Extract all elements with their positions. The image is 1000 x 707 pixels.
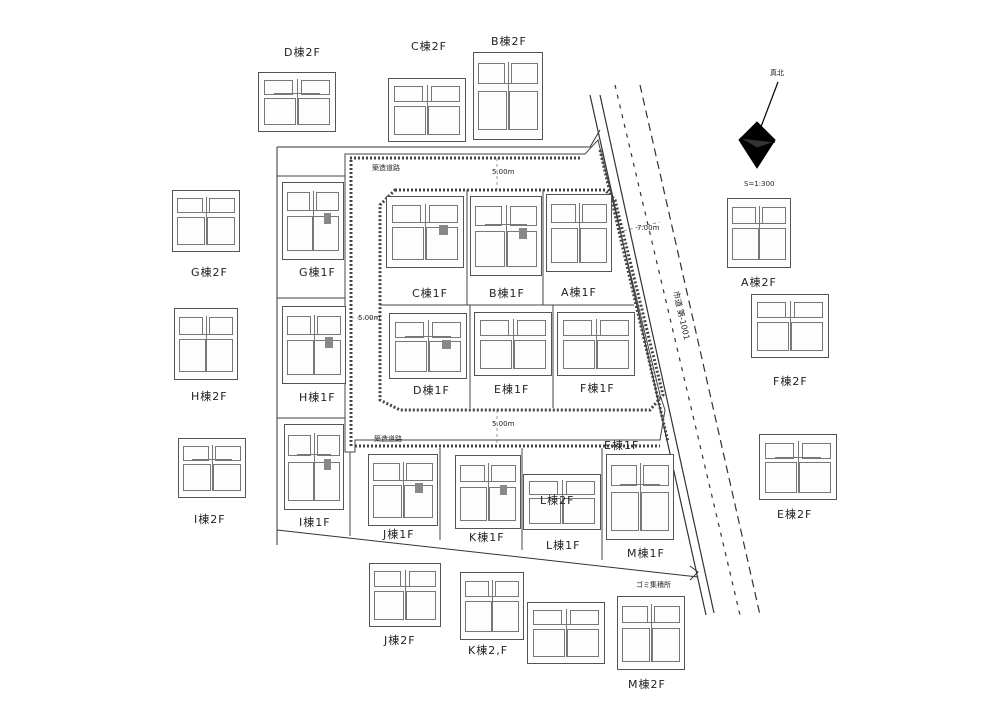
label-g2: G棟2F [191, 266, 228, 279]
floor-plan-d2 [258, 72, 336, 132]
label-g1: G棟1F [299, 266, 336, 279]
label-l1: L棟1F [546, 539, 581, 552]
floor-plan-b1 [470, 196, 542, 276]
floor-plan-i2 [178, 438, 246, 498]
floor-plan-k2 [460, 572, 524, 640]
label-k1: K棟1F [469, 531, 505, 544]
floor-plan-e1 [474, 312, 552, 376]
floor-plan-h1 [282, 306, 346, 384]
floor-plan-a1 [546, 194, 612, 272]
label-b2: B棟2F [491, 35, 527, 48]
floor-plan-b2 [473, 52, 543, 140]
label-c1: C棟1F [412, 287, 449, 300]
label-e1: E棟1F [494, 383, 530, 396]
floor-plan-k1 [455, 455, 521, 529]
inner-block [378, 188, 665, 412]
floor-plan-f2 [751, 294, 829, 358]
label-m2: M棟2F [628, 678, 666, 691]
garbage-corner [689, 565, 699, 581]
west-lot-lines [277, 175, 351, 536]
garbage-label: ゴミ集積所 [636, 581, 671, 589]
floor-plan-g1 [282, 182, 344, 260]
south-lot-lines [439, 448, 603, 560]
compass-icon [738, 81, 779, 169]
floor-plan-d1 [389, 313, 467, 379]
public-road [589, 84, 761, 616]
floor-plan-a2 [727, 198, 791, 268]
label-a2: A棟2F [741, 276, 777, 289]
label-j1: J棟1F [383, 528, 415, 541]
floor-plan-c2 [388, 78, 466, 142]
north-label: 真北 [770, 69, 784, 77]
label-m1: M棟1F [627, 547, 665, 560]
floor-plan-e2 [759, 434, 837, 500]
label-a1: A棟1F [561, 286, 597, 299]
dimension-lines [351, 158, 661, 446]
road-width-label: 7.00m [637, 224, 660, 232]
floor-plan-f1 [557, 312, 635, 376]
label-i1: I棟1F [299, 516, 331, 529]
floor-plan-g2 [172, 190, 240, 252]
label-e2: E棟2F [777, 508, 813, 521]
label-l2: L棟2F [540, 494, 575, 507]
scale-label: S=1:300 [744, 180, 775, 188]
label-h1: H棟1F [299, 391, 336, 404]
label-i2: I棟2F [194, 513, 226, 526]
road-width-label: 5.00m [492, 420, 515, 428]
road-width-label: 5.00m [358, 314, 381, 322]
label-e1-top: E棟1F [604, 439, 640, 452]
site-boundary [276, 129, 699, 578]
private-road-label-bottom: 築造道路 [374, 435, 402, 443]
label-c2: C棟2F [411, 40, 448, 53]
floor-plan-j2 [369, 563, 441, 627]
label-h2: H棟2F [191, 390, 228, 403]
label-b1: B棟1F [489, 287, 525, 300]
road-width-label: 5.00m [492, 168, 515, 176]
label-d1: D棟1F [413, 384, 450, 397]
label-d2: D棟2F [284, 46, 321, 59]
label-k2: K棟2,F [468, 644, 509, 657]
label-f1: F棟1F [580, 382, 615, 395]
floor-plan-j1 [368, 454, 438, 526]
floor-plan-i1 [284, 424, 344, 510]
floor-plan-h2 [174, 308, 238, 380]
private-road-label-top: 築造道路 [372, 164, 400, 172]
label-j2: J棟2F [384, 634, 416, 647]
floor-plan-c1 [386, 196, 464, 268]
floor-plan-l1 [523, 474, 601, 530]
label-f2: F棟2F [773, 375, 808, 388]
floor-plan-m2 [617, 596, 685, 670]
floor-plan-m1 [606, 454, 674, 540]
floor-plan-l2 [527, 602, 605, 664]
